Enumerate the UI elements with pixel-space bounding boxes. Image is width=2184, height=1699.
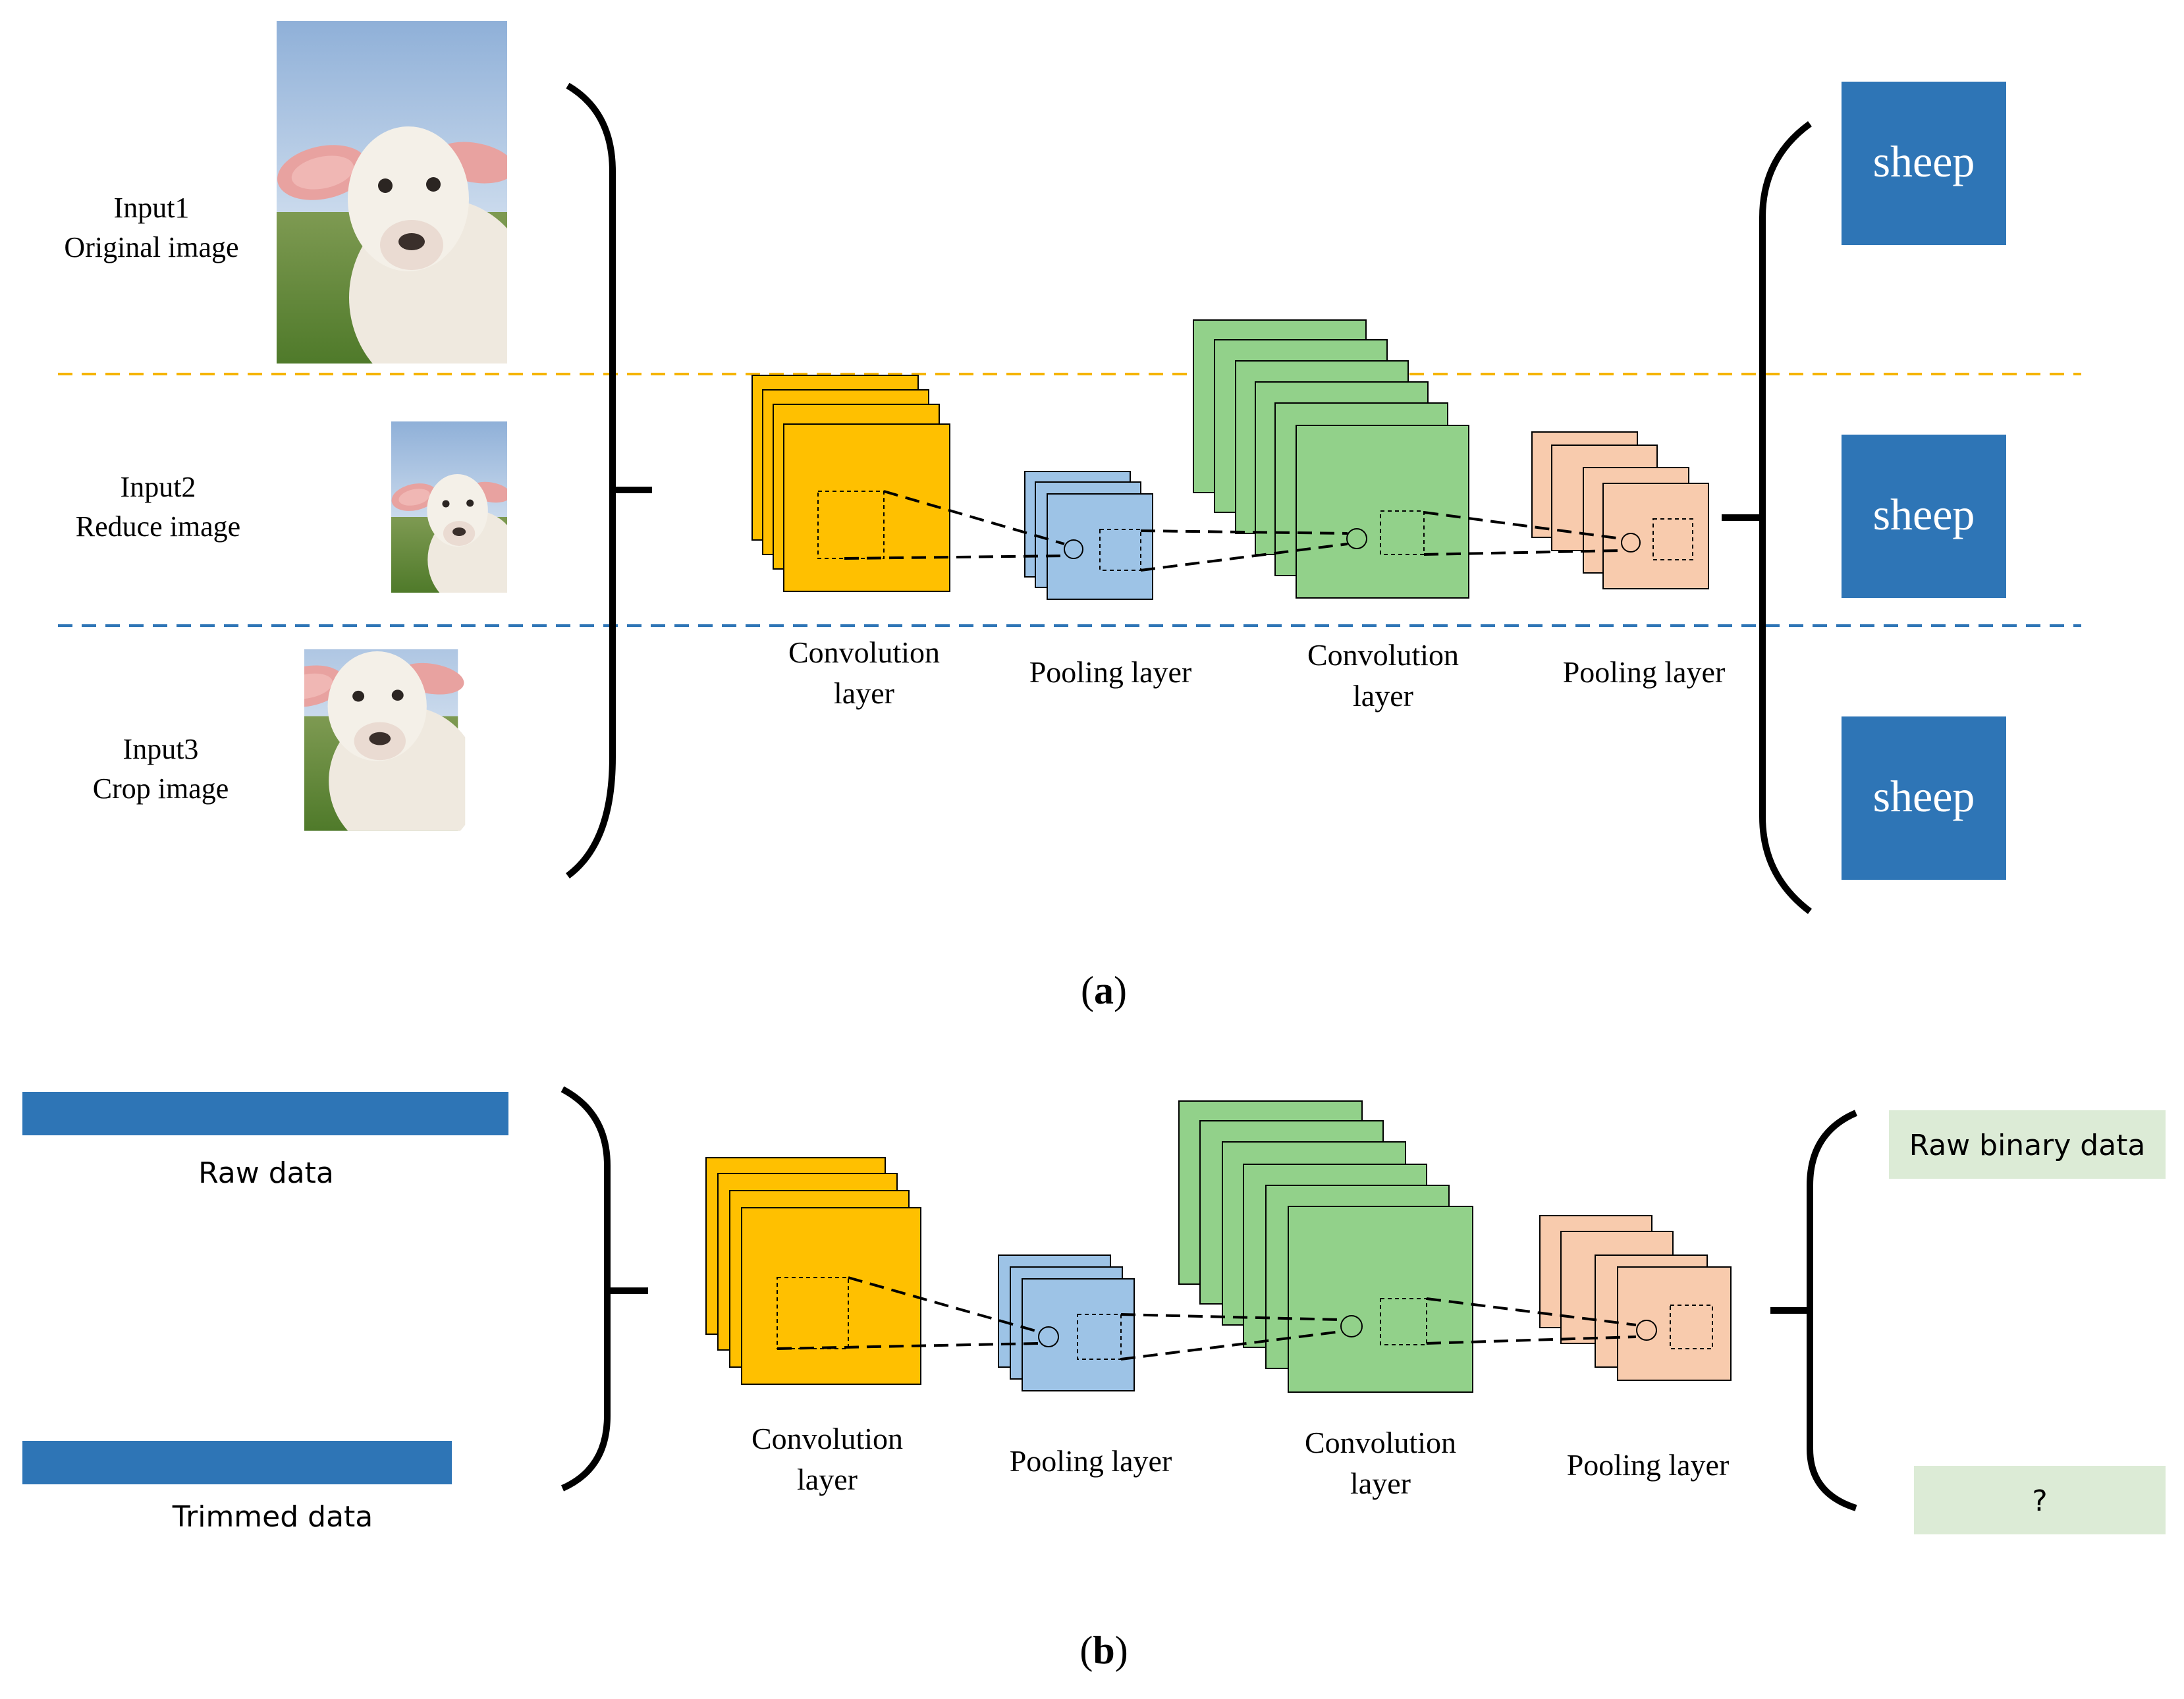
panel-b-conv2-sublabel: layer <box>1350 1467 1411 1500</box>
pool2-label: Pooling layer <box>1563 655 1726 689</box>
panel-b-conv2-label: Convolution <box>1305 1426 1456 1459</box>
input3-sublabel: Crop image <box>93 772 229 805</box>
panel-a-connectors <box>844 490 1622 572</box>
panel-a-caption: (a) <box>1081 969 1127 1012</box>
pool1-label: Pooling layer <box>1029 655 1192 689</box>
panel-b-right-brace <box>1807 1110 1858 1511</box>
output-label-1: sheep <box>1873 136 1975 186</box>
panel-b-pool2-label: Pooling layer <box>1567 1448 1730 1482</box>
panel-b-conv-layer-1-stack <box>705 1157 921 1385</box>
conv2-label: Convolution <box>1307 638 1459 672</box>
unknown-output-box <box>1914 1466 2166 1534</box>
output-box-3 <box>1842 716 2006 880</box>
panel-b-conv-layer-2-stack <box>1178 1100 1473 1393</box>
input1-label: Input1 <box>114 192 190 224</box>
input1-sublabel: Original image <box>64 231 238 263</box>
panel-b-pool-layer-1-stack <box>998 1254 1135 1391</box>
input1-sheep-image <box>272 21 533 396</box>
conv-layer-2-stack <box>1193 319 1469 599</box>
panel-b-conv1-label: Convolution <box>751 1422 903 1455</box>
input2-label: Input2 <box>121 471 196 503</box>
conv1-sublabel: layer <box>834 676 894 710</box>
left-brace <box>566 82 616 879</box>
output-box-2 <box>1842 435 2006 598</box>
conv1-label: Convolution <box>788 635 940 669</box>
output-label-2: sheep <box>1873 489 1975 539</box>
panel-b-connectors <box>777 1276 1637 1361</box>
pool-layer-2-stack <box>1531 431 1709 589</box>
conv-layer-1-stack <box>751 375 950 592</box>
raw-data-label: Raw data <box>198 1156 334 1190</box>
trimmed-data-label: Trimmed data <box>172 1500 373 1534</box>
panel-b-caption: (b) <box>1079 1629 1128 1672</box>
right-brace <box>1759 121 1813 914</box>
input3-sheep-image <box>266 572 479 856</box>
output-label-3: sheep <box>1873 771 1975 821</box>
pool-layer-1-stack <box>1024 471 1153 600</box>
panel-a: Input1 Original image Input2 Reduce imag… <box>58 21 2081 1012</box>
panel-b-pool-layer-2-stack <box>1539 1215 1732 1381</box>
trimmed-data-bar <box>22 1441 452 1484</box>
conv2-sublabel: layer <box>1353 679 1413 713</box>
panel-b: Raw data Trimmed data <box>22 1086 2166 1672</box>
raw-binary-data-box <box>1889 1110 2166 1179</box>
raw-binary-data-label: Raw binary data <box>1909 1129 2146 1162</box>
raw-data-bar <box>22 1092 508 1135</box>
input2-sublabel: Reduce image <box>76 510 240 543</box>
output-box-1 <box>1842 82 2006 245</box>
panel-b-left-brace <box>560 1086 611 1492</box>
panel-b-conv1-sublabel: layer <box>797 1463 858 1496</box>
input2-sheep-image <box>389 421 521 609</box>
panel-b-pool1-label: Pooling layer <box>1010 1444 1172 1478</box>
input3-label: Input3 <box>123 733 199 765</box>
unknown-output-label: ? <box>2032 1484 2047 1518</box>
